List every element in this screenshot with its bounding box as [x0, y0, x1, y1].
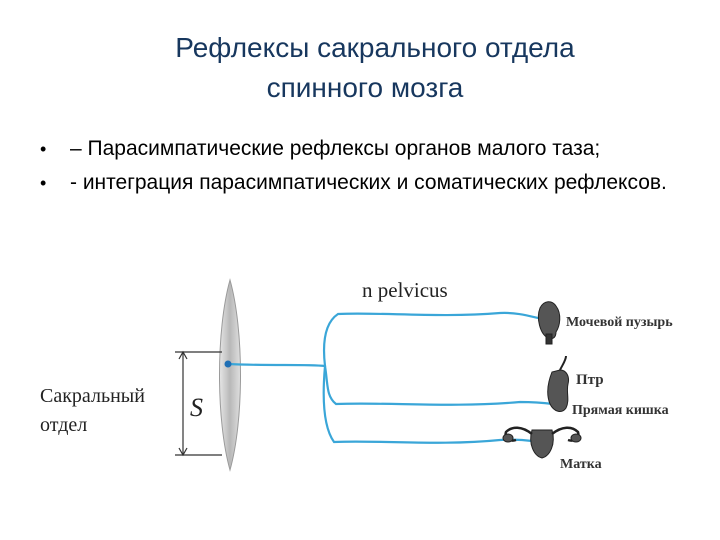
rectum-abbr-label: Птр	[576, 372, 604, 388]
nerve-origin-dot	[224, 360, 232, 368]
bullet-text-1: – Парасимпатические рефлексы органов мал…	[70, 137, 601, 160]
rectum-label: Прямая кишка	[572, 403, 669, 418]
title-line-1: Рефлексы сакрального отдела	[175, 32, 575, 63]
bladder-label: Мочевой пузырь	[566, 315, 673, 330]
segment-label-line-2: отдел	[40, 414, 87, 436]
bullet-marker: •	[40, 139, 47, 159]
spinal-cord	[219, 278, 241, 472]
segment-label-line-1: Сакральный	[40, 385, 145, 407]
bullet-marker: •	[40, 173, 47, 193]
slide-title: Рефлексы сакрального отдела спинного моз…	[0, 28, 720, 108]
title-line-2: спинного мозга	[266, 72, 464, 103]
bullet-text-2: - интеграция парасимпатических и соматич…	[70, 171, 667, 194]
bladder-icon	[537, 301, 561, 345]
segment-bracket	[175, 350, 222, 457]
segment-letter: S	[190, 393, 203, 422]
rectum-icon	[547, 355, 569, 412]
bullet-item-1: • – Парасимпатические рефлексы органов м…	[38, 134, 678, 164]
nerve-label: n pelvicus	[362, 278, 448, 302]
uterus-label: Матка	[560, 457, 602, 472]
bullet-list: • – Парасимпатические рефлексы органов м…	[38, 134, 678, 202]
uterus-icon	[502, 426, 582, 459]
bullet-item-2: • - интеграция парасимпатических и сомат…	[38, 168, 678, 198]
pelvic-nerve	[226, 311, 555, 444]
